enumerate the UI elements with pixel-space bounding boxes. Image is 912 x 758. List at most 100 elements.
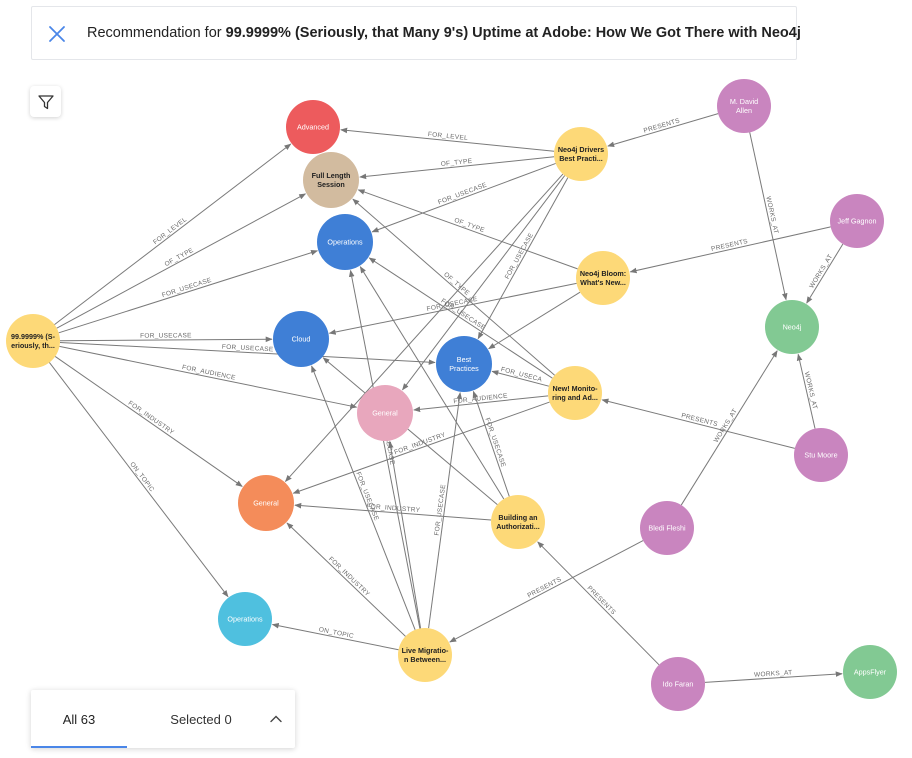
node-jeff[interactable]: Jeff Gagnon [830, 194, 884, 248]
collapse-panel-button[interactable] [263, 706, 289, 732]
edge-line [352, 198, 555, 376]
edge-drivers-fulllength[interactable]: OF_TYPE [359, 156, 555, 180]
edge-line [284, 173, 564, 482]
node-uptime[interactable]: 99.9999% (S-eriously, th... [6, 314, 60, 368]
node-general_aud[interactable]: General [357, 385, 413, 441]
edge-uptime-cloud[interactable]: FOR_USECASE [59, 332, 273, 343]
edge-line [54, 356, 243, 487]
node-monitoring[interactable]: New! Monito-ring and Ad... [548, 366, 602, 420]
node-circle [765, 300, 819, 354]
node-label: ring and Ad... [552, 393, 598, 402]
edge-authz-bestpractices[interactable]: FOR_USECASE [472, 390, 510, 497]
filter-button[interactable] [30, 86, 61, 117]
edge-drivers-general_ind[interactable] [284, 173, 564, 482]
edge-label: WORKS_AT [803, 371, 818, 410]
edge-line [286, 522, 406, 637]
node-operations_topic[interactable]: Operations [218, 592, 272, 646]
edge-bledi-neo4j[interactable]: WORKS_AT [680, 350, 778, 506]
node-circle [548, 366, 602, 420]
edge-uptime-operations_topic[interactable]: ON_TOPIC [48, 362, 229, 598]
node-label: General [372, 409, 398, 418]
edge-line [271, 622, 399, 651]
node-circle [398, 628, 452, 682]
edge-david-neo4j[interactable]: WORKS_AT [749, 132, 788, 301]
node-bledi[interactable]: Bledi Fleshi [640, 501, 694, 555]
node-circle [218, 592, 272, 646]
edge-line [56, 193, 307, 329]
edge-label: WORKS_AT [754, 669, 793, 678]
edge-line [59, 336, 273, 343]
edge-line [340, 127, 555, 152]
edge-line [59, 341, 436, 365]
edge-monitoring-bestpractices[interactable]: FOR_USECA [491, 366, 550, 387]
edge-authz-cloud[interactable] [322, 357, 498, 505]
edge-line [477, 177, 569, 340]
edge-label: PRESENTS [680, 412, 718, 428]
edge-label: ON_TOPIC [318, 626, 354, 640]
node-label: Neo4j [783, 323, 802, 332]
edge-migration-general_aud[interactable] [387, 440, 422, 629]
node-label: General [253, 499, 279, 508]
node-authz[interactable]: Building anAuthorizati... [491, 495, 545, 549]
node-advanced[interactable]: Advanced [286, 100, 340, 154]
node-circle [717, 79, 771, 133]
edge-monitoring-general_aud[interactable]: FOR_AUDIENCE [413, 393, 549, 413]
edge-bloom-bestpractices[interactable] [488, 291, 581, 350]
edge-ido-appsflyer[interactable]: WORKS_AT [704, 669, 843, 683]
edge-line [680, 350, 778, 506]
edge-label: FOR_USECASE [161, 277, 213, 299]
close-icon [49, 26, 65, 42]
node-label: Bledi Fleshi [648, 524, 686, 533]
node-cloud[interactable]: Cloud [273, 311, 329, 367]
edge-line [449, 540, 644, 643]
edge-stu-neo4j[interactable]: WORKS_AT [796, 353, 818, 429]
node-label: Operations [227, 615, 263, 624]
edge-migration-operations_topic[interactable]: ON_TOPIC [271, 622, 399, 651]
edge-authz-operations_uc[interactable] [359, 266, 505, 500]
node-label: Live Migratio- [402, 646, 449, 655]
node-circle [576, 251, 630, 305]
edge-migration-general_ind[interactable]: FOR_INDUSTRY [286, 522, 406, 637]
node-bloom[interactable]: Neo4j Bloom:What's New... [576, 251, 630, 305]
edge-label: FOR_LEVEL [152, 216, 188, 246]
tab-all[interactable]: All 63 [31, 690, 127, 748]
edge-migration-bestpractices[interactable]: FOR_USECASE [428, 392, 463, 629]
node-circle [286, 100, 340, 154]
edge-line [328, 282, 577, 335]
node-general_ind[interactable]: General [238, 475, 294, 531]
edge-authz-general_ind[interactable]: FOR_INDUSTRY [294, 502, 492, 521]
edge-line [359, 156, 555, 180]
node-appsflyer[interactable]: AppsFlyer [843, 645, 897, 699]
node-ido[interactable]: Ido Faran [651, 657, 705, 711]
edge-line [488, 291, 581, 350]
edge-bledi-migration[interactable]: PRESENTS [449, 540, 644, 643]
edge-drivers-general_aud[interactable] [402, 175, 566, 391]
recommendation-header: Recommendation for 99.9999% (Seriously, … [31, 6, 801, 60]
edge-david-drivers[interactable]: PRESENTS [607, 113, 719, 147]
tab-selected[interactable]: Selected 0 [170, 711, 232, 727]
edge-uptime-bestpractices[interactable]: FOR_USECASE [59, 341, 436, 365]
edge-uptime-advanced[interactable]: FOR_LEVEL [54, 143, 292, 326]
edge-jeff-bloom[interactable]: PRESENTS [629, 226, 831, 274]
edge-uptime-fulllength[interactable]: OF_TYPE [56, 193, 307, 329]
node-circle [436, 336, 492, 392]
node-operations_uc[interactable]: Operations [317, 214, 373, 270]
close-button[interactable] [42, 19, 72, 49]
edge-monitoring-general_ind[interactable]: FOR_INDUSTRY [292, 401, 550, 494]
node-circle [238, 475, 294, 531]
edge-ido-authz[interactable]: PRESENTS [537, 541, 660, 666]
edge-line [704, 671, 843, 683]
edge-jeff-neo4j[interactable]: WORKS_AT [806, 243, 844, 304]
edge-drivers-bestpractices[interactable]: FOR_USECASE [477, 177, 569, 340]
node-migration[interactable]: Live Migratio-n Between... [398, 628, 452, 682]
node-circle [554, 127, 608, 181]
node-neo4j[interactable]: Neo4j [765, 300, 819, 354]
edge-drivers-advanced[interactable]: FOR_LEVEL [340, 127, 555, 152]
edge-stu-monitoring[interactable]: PRESENTS [601, 398, 795, 449]
node-stu[interactable]: Stu Moore [794, 428, 848, 482]
